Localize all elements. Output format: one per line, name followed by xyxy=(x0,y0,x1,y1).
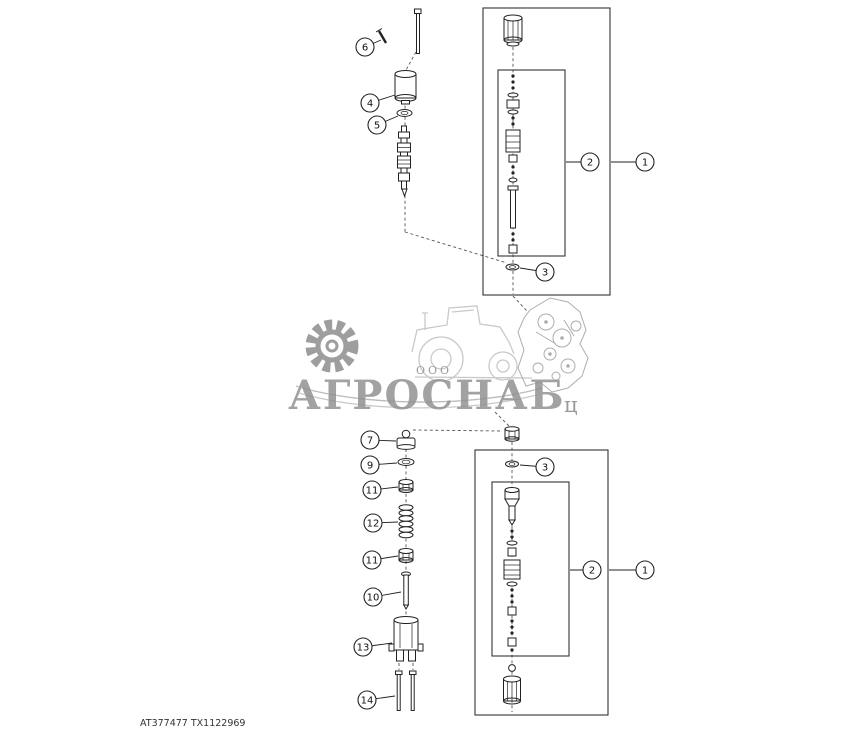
part-check-ball xyxy=(508,664,516,672)
callout-10: 10 xyxy=(363,587,402,607)
part-7-cap xyxy=(396,429,416,450)
callout-2: 2 xyxy=(570,560,602,580)
callout-2: 2 xyxy=(566,152,600,172)
watermark-swoosh xyxy=(295,385,543,409)
part-spool-cartridge xyxy=(397,125,411,198)
svg-text:3: 3 xyxy=(542,463,548,474)
svg-text:12: 12 xyxy=(367,519,380,530)
callout-7: 7 xyxy=(360,430,397,450)
svg-text:5: 5 xyxy=(374,121,380,132)
svg-text:6: 6 xyxy=(362,43,368,54)
svg-text:13: 13 xyxy=(357,643,370,654)
part-hex-nut xyxy=(504,426,520,442)
callout-14: 14 xyxy=(357,690,396,710)
callout-3: 3 xyxy=(519,457,555,477)
callout-9: 9 xyxy=(360,455,398,475)
kit-box-top xyxy=(482,7,611,296)
svg-text:10: 10 xyxy=(367,593,380,604)
part-bottom-plug xyxy=(503,675,521,705)
watermark-suffix: ц xyxy=(564,393,578,417)
svg-text:14: 14 xyxy=(361,696,374,707)
callout-11: 11 xyxy=(362,550,399,570)
svg-text:1: 1 xyxy=(642,566,648,577)
part-9-washer xyxy=(397,458,415,466)
callout-1: 1 xyxy=(611,152,655,172)
svg-text:4: 4 xyxy=(367,99,373,110)
doc-ref: AT377477 TX1122969 xyxy=(140,718,245,729)
part-13-valve-body xyxy=(388,616,424,662)
part-3-ring-top xyxy=(505,263,520,271)
kit-box-bottom-inner xyxy=(491,481,570,657)
callout-6: 6 xyxy=(355,37,382,57)
svg-text:3: 3 xyxy=(542,268,548,279)
valve-housing-art xyxy=(517,297,589,393)
kit-box-bottom xyxy=(474,449,609,716)
svg-text:11: 11 xyxy=(366,486,379,497)
watermark-company-name: АГРОСНАБ xyxy=(288,372,566,419)
tractor-watermark-art xyxy=(411,305,533,382)
kit-box-top-inner xyxy=(497,69,566,257)
svg-text:1: 1 xyxy=(642,158,648,169)
gear-icon xyxy=(305,319,359,373)
kit-column-bottom xyxy=(503,487,521,652)
part-top-plug xyxy=(503,14,523,47)
part-10-pin xyxy=(401,571,411,611)
callout-1: 1 xyxy=(609,560,655,580)
part-4-solenoid-can xyxy=(394,70,417,105)
part-3-ring-bottom xyxy=(505,460,519,468)
part-12-spring xyxy=(398,504,414,539)
svg-text:2: 2 xyxy=(587,158,593,169)
svg-text:2: 2 xyxy=(589,566,595,577)
callout-11: 11 xyxy=(362,480,399,500)
part-11-nut-lower xyxy=(398,548,414,563)
svg-text:11: 11 xyxy=(366,556,379,567)
part-retaining-screw xyxy=(414,8,422,54)
kit-column-top xyxy=(505,74,521,254)
callout-4: 4 xyxy=(360,93,396,113)
callout-13: 13 xyxy=(353,637,393,657)
watermark-prefix: ООО xyxy=(416,364,452,377)
part-6-pin xyxy=(375,28,388,44)
callout-3: 3 xyxy=(519,262,555,282)
svg-text:7: 7 xyxy=(367,436,373,447)
svg-text:9: 9 xyxy=(367,461,373,472)
part-5-ring xyxy=(396,109,413,117)
callout-12: 12 xyxy=(363,513,399,533)
part-14-bolts xyxy=(395,670,417,711)
part-11-nut-upper xyxy=(398,479,414,493)
callout-5: 5 xyxy=(367,115,399,135)
